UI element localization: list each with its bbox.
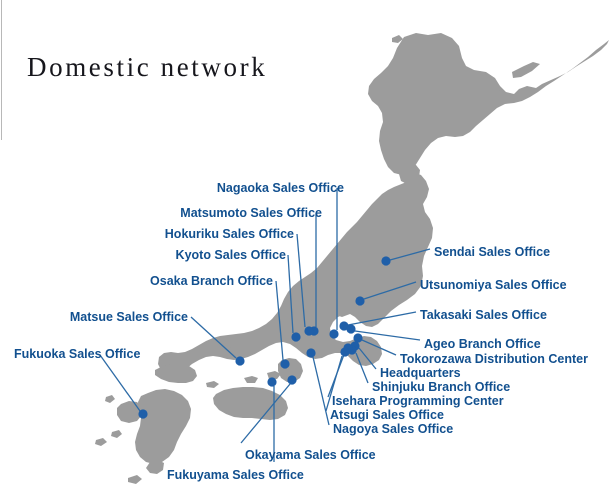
location-label-headquarters[interactable]: Headquarters bbox=[380, 366, 461, 380]
leader-line-osaka bbox=[275, 280, 284, 361]
leader-line-shinjuku bbox=[355, 352, 369, 384]
shikoku-landmass bbox=[213, 387, 288, 420]
leader-line-nagoya bbox=[312, 356, 330, 426]
location-marker-nagaoka[interactable] bbox=[329, 329, 339, 339]
hokkaido-islet-d bbox=[512, 62, 540, 78]
location-label-isehara[interactable]: Isehara Programming Center bbox=[332, 394, 504, 408]
location-label-matsue[interactable]: Matsue Sales Office bbox=[69, 310, 188, 324]
location-marker-osaka[interactable] bbox=[280, 359, 290, 369]
location-label-shinjuku[interactable]: Shinjuku Branch Office bbox=[372, 380, 511, 394]
leader-line-fukuoka bbox=[99, 354, 141, 412]
location-marker-nagoya[interactable] bbox=[306, 348, 316, 358]
location-label-fukuoka[interactable]: Fukuoka Sales Office bbox=[14, 347, 141, 361]
leader-line-tokorozawa bbox=[361, 339, 397, 356]
location-marker-takasaki[interactable] bbox=[339, 321, 349, 331]
seto-inland-island-a bbox=[244, 376, 258, 383]
leader-line-group bbox=[99, 188, 431, 462]
leader-line-ageo bbox=[354, 330, 421, 341]
location-marker-hokuriku[interactable] bbox=[304, 326, 314, 336]
location-marker-okayama[interactable] bbox=[287, 375, 297, 385]
page-title: Domestic network bbox=[27, 52, 268, 82]
west-islet-b bbox=[111, 430, 122, 438]
location-marker-kyoto[interactable] bbox=[291, 332, 301, 342]
noto-peninsula bbox=[302, 292, 313, 313]
location-label-nagaoka[interactable]: Nagaoka Sales Office bbox=[216, 181, 344, 195]
location-label-kyoto[interactable]: Kyoto Sales Office bbox=[175, 248, 286, 262]
location-marker-fukuyama[interactable] bbox=[267, 377, 277, 387]
west-islet-d bbox=[128, 475, 142, 484]
west-islet-c bbox=[95, 438, 107, 446]
leader-line-hokuriku bbox=[296, 233, 306, 328]
leader-line-sendai bbox=[389, 248, 431, 261]
honshu-landmass bbox=[158, 173, 433, 375]
chugoku-west-tip bbox=[155, 364, 197, 383]
location-label-sendai[interactable]: Sendai Sales Office bbox=[434, 245, 551, 259]
leader-line-okayama bbox=[240, 383, 291, 444]
location-label-ageo[interactable]: Ageo Branch Office bbox=[424, 337, 541, 351]
leader-line-kyoto bbox=[287, 254, 294, 334]
location-marker-utsunomiya[interactable] bbox=[355, 296, 365, 306]
seto-inland-island-b bbox=[267, 371, 281, 379]
hokkaido-islet-a bbox=[392, 35, 403, 43]
leader-line-atsugi bbox=[325, 355, 343, 412]
hokkaido-islet-c bbox=[487, 90, 505, 100]
oki-islands bbox=[221, 343, 231, 350]
location-label-atsugi[interactable]: Atsugi Sales Office bbox=[330, 408, 444, 422]
location-marker-ageo[interactable] bbox=[346, 324, 356, 334]
sado-island bbox=[336, 305, 352, 317]
location-marker-fukuoka[interactable] bbox=[138, 409, 148, 419]
location-marker-matsue[interactable] bbox=[235, 356, 245, 366]
hokkaido-islet-b bbox=[460, 96, 474, 106]
leader-line-utsunomiya bbox=[363, 281, 417, 300]
location-label-takasaki[interactable]: Takasaki Sales Office bbox=[420, 308, 547, 322]
leader-line-headquarters bbox=[358, 347, 377, 370]
location-label-okayama[interactable]: Okayama Sales Office bbox=[245, 448, 376, 462]
landmass-group bbox=[95, 33, 609, 484]
location-label-tokorozawa[interactable]: Tokorozawa Distribution Center bbox=[400, 352, 588, 366]
location-marker-tokorozawa[interactable] bbox=[353, 333, 363, 343]
seto-inland-island-c bbox=[206, 381, 219, 388]
location-label-hokuriku[interactable]: Hokuriku Sales Office bbox=[164, 227, 294, 241]
tsugaru-peninsula bbox=[399, 164, 420, 184]
leader-line-takasaki bbox=[347, 311, 417, 326]
kyushu-west-lobe bbox=[117, 401, 142, 423]
location-label-matsumoto[interactable]: Matsumoto Sales Office bbox=[180, 206, 322, 220]
location-label-nagoya[interactable]: Nagoya Sales Office bbox=[333, 422, 454, 436]
kyushu-landmass bbox=[135, 389, 191, 464]
marker-group bbox=[138, 256, 391, 419]
location-marker-sendai[interactable] bbox=[381, 256, 391, 266]
left-border-rule bbox=[1, 0, 2, 140]
kyushu-south-tip bbox=[146, 460, 164, 474]
location-marker-atsugi[interactable] bbox=[340, 347, 350, 357]
west-islet-a bbox=[105, 395, 115, 403]
leader-line-matsue bbox=[190, 316, 237, 359]
location-label-fukuyama[interactable]: Fukuyama Sales Office bbox=[167, 468, 304, 482]
location-label-utsunomiya[interactable]: Utsunomiya Sales Office bbox=[420, 278, 567, 292]
location-label-osaka[interactable]: Osaka Branch Office bbox=[150, 274, 273, 288]
hokkaido-landmass bbox=[368, 33, 609, 175]
